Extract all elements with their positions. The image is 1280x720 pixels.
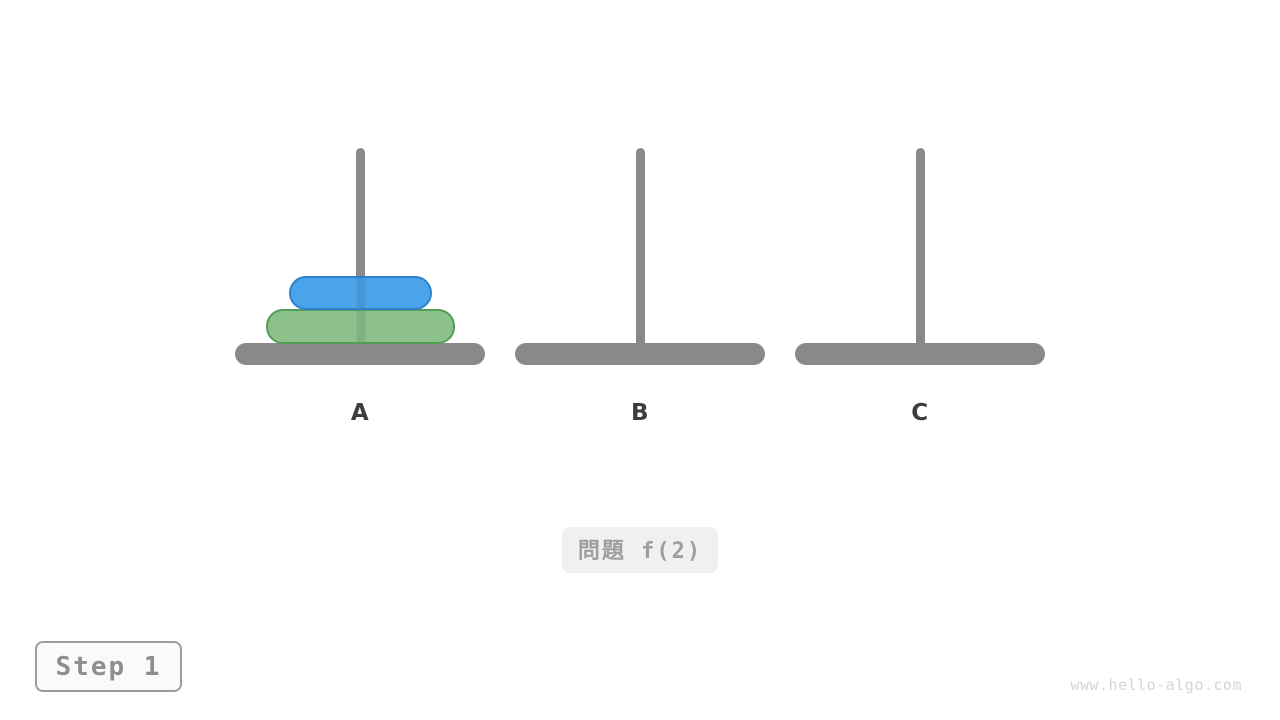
step-badge: Step 1: [35, 641, 182, 692]
peg-c-label: C: [911, 400, 929, 426]
peg-b-base: [515, 343, 765, 365]
disk-1-pole-overlay: [356, 278, 365, 308]
peg-a-pole: [356, 148, 365, 354]
watermark-text: www.hello-algo.com: [1070, 676, 1242, 694]
peg-c-pole: [916, 148, 925, 354]
peg-a-base: [235, 343, 485, 365]
disk-2-pole-overlay: [356, 311, 365, 342]
peg-b-pole: [636, 148, 645, 354]
peg-c-base: [795, 343, 1045, 365]
peg-a-label: A: [350, 400, 370, 426]
disk-2-green: [266, 309, 455, 344]
problem-badge: 問題 f(2): [561, 527, 719, 573]
peg-b-label: B: [630, 400, 650, 426]
disk-1-blue: [289, 276, 432, 310]
